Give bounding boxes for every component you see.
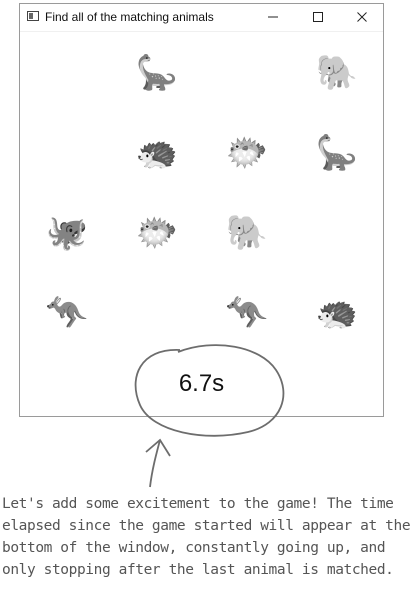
animal-cell[interactable]: 🐙	[22, 193, 112, 273]
annotation-line: bottom of the window, constantly going u…	[2, 540, 386, 556]
minimize-icon	[268, 16, 278, 18]
animal-icon: 🦘	[45, 293, 89, 333]
maximize-icon	[313, 12, 323, 22]
animal-cell[interactable]: 🦕	[112, 33, 202, 113]
animal-cell[interactable]: 🐡	[202, 113, 292, 193]
animal-icon: 🦔	[135, 133, 179, 173]
annotation-line: Let's add some excitement to the game! T…	[2, 496, 394, 512]
annotation-note: Let's add some excitement to the game! T…	[2, 493, 412, 581]
animal-cell[interactable]	[22, 33, 112, 113]
animal-icon: 🦕	[315, 133, 359, 173]
maximize-button[interactable]	[300, 6, 336, 28]
animal-icon: 🐡	[225, 133, 269, 173]
animal-icon: 🐙	[45, 213, 89, 253]
animal-cell[interactable]: 🐡	[112, 193, 202, 273]
animal-grid: 🦕 🐘 🦔 🐡 🦕 🐙 🐡 🐘 🦘 🦘 🦔	[20, 31, 383, 351]
title-bar[interactable]: Find all of the matching animals	[20, 4, 383, 32]
close-button[interactable]	[344, 6, 380, 28]
animal-cell[interactable]: 🦘	[202, 273, 292, 353]
animal-icon: 🐡	[135, 213, 179, 253]
app-icon	[27, 11, 39, 21]
animal-icon: 🐘	[315, 53, 359, 93]
animal-cell[interactable]	[112, 273, 202, 353]
annotation-line: elapsed since the game started will appe…	[2, 518, 411, 534]
close-icon	[357, 12, 367, 22]
animal-cell[interactable]: 🦔	[292, 273, 382, 353]
annotation-line: only stopping after the last animal is m…	[2, 562, 394, 578]
animal-cell[interactable]	[292, 193, 382, 273]
animal-cell[interactable]: 🦕	[292, 113, 382, 193]
window-title: Find all of the matching animals	[45, 10, 214, 24]
animal-cell[interactable]	[22, 113, 112, 193]
arrow-head-annotation	[145, 438, 171, 457]
animal-icon: 🐘	[225, 213, 269, 253]
minimize-button[interactable]	[255, 6, 291, 28]
app-window: Find all of the matching animals 🦕 🐘 🦔 🐡 🦕 🐙 🐡…	[19, 3, 384, 417]
animal-cell[interactable]: 🐘	[202, 193, 292, 273]
animal-cell[interactable]	[202, 33, 292, 113]
elapsed-time-label: 6.7s	[178, 370, 225, 397]
animal-cell[interactable]: 🦔	[112, 113, 202, 193]
animal-cell[interactable]: 🐘	[292, 33, 382, 113]
animal-icon: 🦕	[135, 53, 179, 93]
animal-icon: 🦔	[315, 293, 359, 333]
arrow-stem-annotation	[149, 439, 161, 488]
animal-cell[interactable]: 🦘	[22, 273, 112, 353]
animal-icon: 🦘	[225, 293, 269, 333]
